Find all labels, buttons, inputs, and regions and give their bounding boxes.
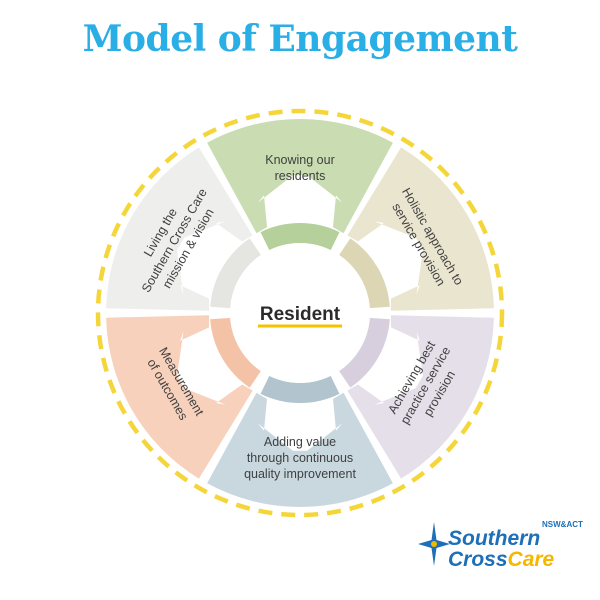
segment-label-adding: Adding value through continuous quality im… bbox=[244, 435, 356, 481]
segment-label-line: through continuous bbox=[247, 451, 353, 465]
logo-line-1: Southern bbox=[448, 527, 541, 550]
inner-segment-achieving bbox=[339, 317, 390, 388]
inner-segment-holistic bbox=[339, 238, 390, 309]
inner-segment-measurement bbox=[210, 317, 261, 388]
dashed-ring bbox=[95, 108, 505, 518]
segment-label-line: quality improvement bbox=[244, 467, 356, 481]
logo-cross: Cross bbox=[448, 548, 508, 571]
southern-cross-care-logo: NSW&ACT Southern CrossCare bbox=[418, 516, 588, 586]
center-disc bbox=[230, 243, 370, 383]
page-title: Model of Engagement bbox=[82, 18, 518, 60]
segment-label-line: Knowing our bbox=[265, 153, 335, 167]
segment-label-line: Adding value bbox=[264, 435, 336, 449]
segment-label-line: residents bbox=[275, 169, 326, 183]
logo-care: Care bbox=[507, 548, 555, 571]
center-label: Resident bbox=[260, 304, 341, 325]
logo-line-2: CrossCare bbox=[448, 549, 554, 571]
sparkle-star-icon bbox=[418, 522, 450, 566]
inner-segment-living bbox=[210, 238, 261, 309]
inner-ring bbox=[210, 222, 390, 404]
logo-region: NSW&ACT bbox=[542, 520, 583, 529]
segment-label-knowing: Knowing our residents bbox=[265, 153, 335, 183]
inner-segment-adding bbox=[260, 375, 340, 404]
inner-segment-knowing bbox=[260, 222, 340, 251]
